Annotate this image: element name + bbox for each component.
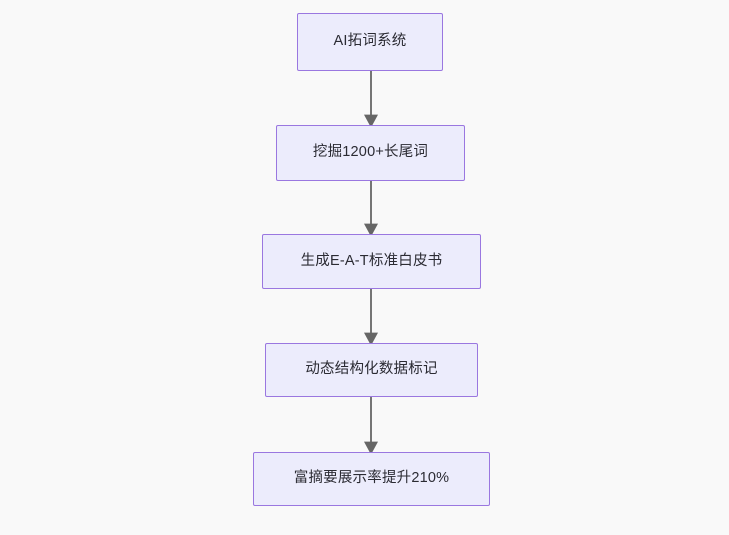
flowchart-node[interactable]: 动态结构化数据标记	[265, 343, 478, 397]
flowchart-node-label: 生成E-A-T标准白皮书	[300, 252, 443, 269]
flowchart-node[interactable]: 生成E-A-T标准白皮书	[262, 234, 481, 289]
flowchart-node[interactable]: 挖掘1200+长尾词	[276, 125, 465, 181]
flowchart-node[interactable]: 富摘要展示率提升210%	[253, 452, 490, 506]
flowchart-node-label: 挖掘1200+长尾词	[312, 144, 429, 161]
flowchart-node-label: AI拓词系统	[333, 33, 407, 50]
flowchart-node-label: 动态结构化数据标记	[305, 361, 438, 378]
flowchart-node-label: 富摘要展示率提升210%	[293, 470, 450, 487]
flowchart-node[interactable]: AI拓词系统	[297, 13, 443, 71]
